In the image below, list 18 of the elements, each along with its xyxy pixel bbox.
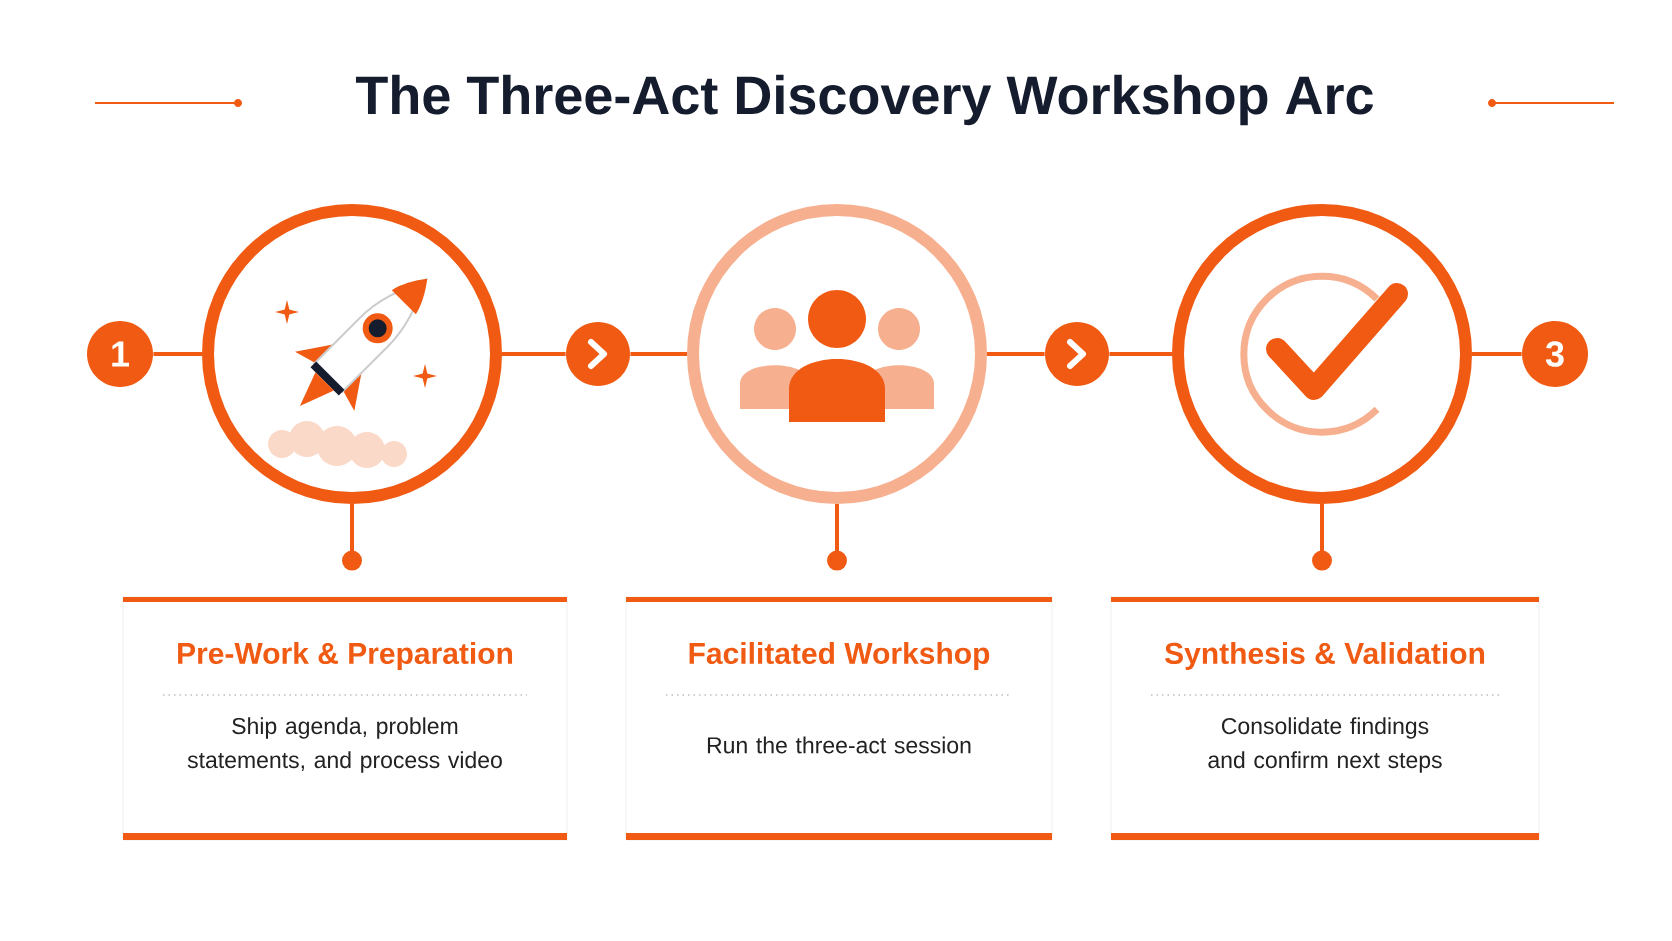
connector <box>153 352 202 356</box>
connector <box>1312 504 1332 571</box>
title: The Three-Act Discovery Workshop Arc <box>355 74 1373 126</box>
connector <box>342 504 362 571</box>
number-badge: 3 <box>1522 321 1588 387</box>
card: Pre-Work & Preparation Ship agenda, problem statements, and process video <box>122 596 568 841</box>
card: Facilitated Workshop Run the three-act session <box>625 596 1053 841</box>
connector <box>827 504 847 571</box>
chevron-badge <box>1045 322 1109 386</box>
connector <box>630 352 687 356</box>
connector <box>502 352 566 356</box>
connector <box>1109 352 1172 356</box>
connector <box>987 352 1045 356</box>
number-badge: 1 <box>87 321 153 387</box>
card: Synthesis & Validation Consolidate findings and confirm next steps <box>1110 596 1540 841</box>
chevron-badge <box>566 322 630 386</box>
connector <box>1472 352 1522 356</box>
ring <box>1172 204 1472 504</box>
